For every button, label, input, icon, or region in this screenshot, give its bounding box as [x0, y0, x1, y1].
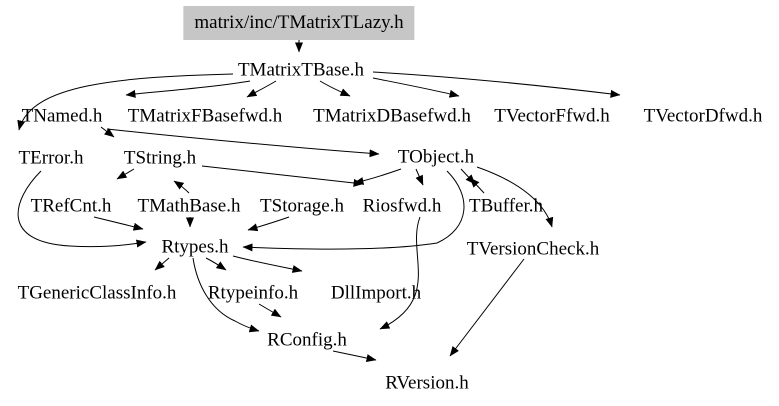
edge-terror-to-rtypes	[17, 170, 147, 248]
edge-tbase-to-terror	[17, 73, 234, 131]
edge-tnamed-to-tstring	[100, 126, 115, 138]
edge-rtypes-to-dllimport	[232, 255, 303, 273]
edge-tstorage-to-rtypes	[247, 216, 290, 232]
graph-node-tnamed[interactable]: TNamed.h	[21, 105, 103, 127]
graph-node-rtypes[interactable]: Rtypes.h	[161, 236, 229, 258]
edge-tbuffer-to-tobject	[469, 177, 485, 194]
edge-tbase-to-tnamed	[125, 80, 251, 98]
edge-tbase-to-vecdfwd	[372, 71, 621, 98]
graph-node-riosfwd[interactable]: Riosfwd.h	[362, 195, 442, 217]
graph-node-rversion[interactable]: RVersion.h	[385, 372, 469, 394]
graph-node-dllimport[interactable]: DllImport.h	[330, 282, 422, 304]
edge-rtypes-to-tgeneric	[154, 257, 170, 271]
edge-rtypeinfo-to-rconfig	[258, 303, 282, 318]
graph-node-tstorage[interactable]: TStorage.h	[260, 195, 344, 217]
edge-tnamed-to-tobject	[106, 128, 380, 158]
graph-node-terror[interactable]: TError.h	[18, 147, 84, 169]
graph-node-fbasefwd[interactable]: TMatrixFBasefwd.h	[127, 105, 283, 127]
edge-tobject-to-tstorage	[353, 168, 402, 185]
graph-node-tstring[interactable]: TString.h	[123, 147, 197, 169]
edge-tbase-to-fbasefwd	[246, 80, 277, 98]
graph-node-root: matrix/inc/TMatrixTLazy.h	[183, 6, 415, 40]
edge-tbase-to-dbasefwd	[319, 80, 351, 97]
edge-tobject-to-riosfwd	[415, 168, 424, 186]
graph-node-tgeneric[interactable]: TGenericClassInfo.h	[17, 282, 177, 304]
edge-rtypes-to-rtypeinfo	[205, 257, 227, 271]
edge-tmathbase-to-tstring	[173, 180, 190, 194]
graph-node-tobject[interactable]: TObject.h	[397, 146, 475, 168]
edge-tversion-to-rversion	[449, 258, 525, 357]
edge-trefcnt-to-rtypes	[93, 216, 144, 231]
edge-rtypes-to-rconfig	[192, 257, 260, 333]
edge-tbase-to-vecffwd	[372, 77, 460, 98]
graph-node-tmathbase[interactable]: TMathBase.h	[137, 195, 241, 217]
edge-tstring-to-riosfwd	[201, 165, 364, 187]
edge-rconfig-to-rversion	[332, 350, 377, 362]
edge-tobject-to-rtypes	[242, 170, 465, 252]
graph-node-tbase[interactable]: TMatrixTBase.h	[237, 59, 365, 81]
edge-tobject-to-tversion	[476, 166, 554, 228]
graph-node-dbasefwd[interactable]: TMatrixDBasefwd.h	[313, 105, 471, 127]
graph-node-rtypeinfo[interactable]: Rtypeinfo.h	[207, 282, 299, 304]
graph-node-vecffwd[interactable]: TVectorFfwd.h	[494, 105, 610, 127]
graph-node-tbuffer[interactable]: TBuffer.h	[468, 195, 544, 217]
edge-riosfwd-to-rconfig	[379, 216, 421, 330]
graph-node-tversion[interactable]: TVersionCheck.h	[466, 238, 600, 260]
edge-tstring-to-trefcnt	[116, 168, 135, 180]
graph-node-trefcnt[interactable]: TRefCnt.h	[30, 195, 112, 217]
graph-node-rconfig[interactable]: RConfig.h	[267, 329, 347, 351]
graph-node-vecdfwd[interactable]: TVectorDfwd.h	[643, 105, 763, 127]
